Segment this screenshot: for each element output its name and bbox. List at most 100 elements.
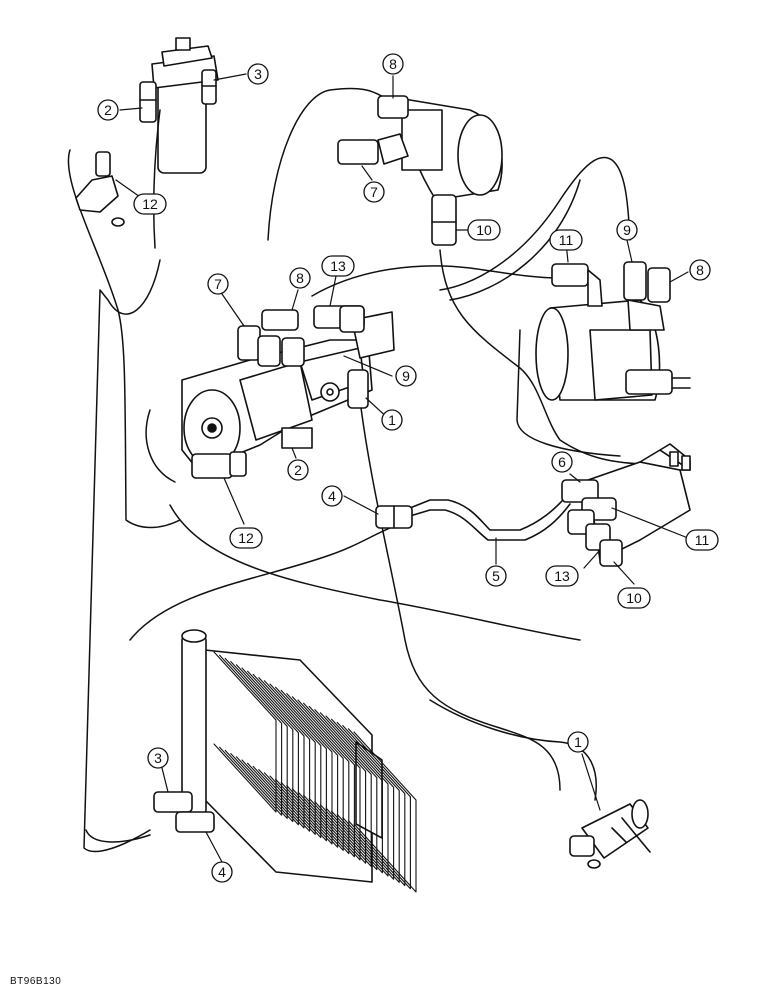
callout-c-12-pump: 12 xyxy=(229,527,263,549)
cooler-fin xyxy=(219,654,283,816)
callout-circle xyxy=(321,255,355,277)
callout-circle xyxy=(207,273,229,295)
callout-label: 8 xyxy=(389,56,397,72)
pump-fitting-8 xyxy=(261,309,299,331)
right-motor xyxy=(535,261,691,401)
cooler-fin xyxy=(314,709,378,871)
callout-label: 2 xyxy=(294,462,302,478)
hose-top-right-long-2 xyxy=(449,179,581,301)
callout-c-12-left: 12 xyxy=(133,193,167,215)
callout-circle xyxy=(147,747,169,769)
callout-c-11-right: 11 xyxy=(549,229,583,251)
callout-c-7-top: 7 xyxy=(363,181,385,203)
callout-circle xyxy=(382,53,404,75)
hose-left-curve xyxy=(145,409,176,483)
callout-circle xyxy=(247,63,269,85)
top-motor-fitting-7 xyxy=(337,139,379,165)
callout-label: 9 xyxy=(623,222,631,238)
hose-top-right-long xyxy=(439,156,631,291)
callout-c-13-pump: 13 xyxy=(321,255,355,277)
cooler-fin xyxy=(280,689,344,851)
callout-circle xyxy=(289,267,311,289)
leader-lines xyxy=(115,73,689,863)
cooler-fin xyxy=(213,651,277,813)
callout-label: 1 xyxy=(388,412,396,428)
filter-fitting-right xyxy=(201,69,217,105)
cooler-tank-left xyxy=(181,635,207,815)
callout-label: 4 xyxy=(218,864,226,880)
cooler-fin xyxy=(331,718,395,880)
filter-fitting-left xyxy=(139,81,157,123)
callout-c-2-filter: 2 xyxy=(97,99,119,121)
callout-c-3-cooler: 3 xyxy=(147,747,169,769)
cooler-fin xyxy=(275,686,339,848)
hose-bottom-right-curve xyxy=(429,699,597,801)
callout-label: 4 xyxy=(328,488,336,504)
callout-label: 10 xyxy=(626,590,642,606)
cooler-fin xyxy=(319,712,383,874)
hose-motor-to-valve xyxy=(439,249,641,465)
callout-label: 7 xyxy=(370,184,378,200)
callout-label: 7 xyxy=(214,276,222,292)
hose-cooler-bottom xyxy=(85,829,151,843)
callout-c-11-valve: 11 xyxy=(685,529,719,551)
callout-circle xyxy=(689,259,711,281)
right-motor-fitting-9 xyxy=(623,261,647,301)
callout-c-2-pump: 2 xyxy=(287,459,309,481)
hose-pump-arc xyxy=(311,265,561,297)
cooler-fin xyxy=(224,657,288,819)
hydraulic-pump xyxy=(181,305,395,479)
callout-c-8-top: 8 xyxy=(382,53,404,75)
callout-c-13-valve: 13 xyxy=(545,565,579,587)
callout-circle xyxy=(617,587,651,609)
callout-c-8-pump: 8 xyxy=(289,267,311,289)
callout-label: 12 xyxy=(238,530,254,546)
steel-tube-lower xyxy=(409,503,571,541)
top-motor xyxy=(337,95,503,246)
callout-circle xyxy=(567,731,589,753)
callout-circle xyxy=(363,181,385,203)
hose-left-to-pump xyxy=(153,109,161,249)
callout-label: 13 xyxy=(554,568,570,584)
cooler-fin xyxy=(269,683,333,845)
cooler-fin xyxy=(230,661,294,823)
callout-circle xyxy=(321,485,343,507)
callout-label: 6 xyxy=(558,454,566,470)
callout-c-9-pump: 9 xyxy=(395,365,417,387)
cooler-fin xyxy=(252,673,316,835)
valve-fitting-10 xyxy=(599,539,623,567)
callout-label: 5 xyxy=(492,568,500,584)
callout-circle xyxy=(467,219,501,241)
callout-c-6-valve: 6 xyxy=(551,451,573,473)
callout-circle xyxy=(381,409,403,431)
callout-circle xyxy=(551,451,573,473)
callout-label: 11 xyxy=(559,232,574,248)
cooler-fin xyxy=(297,699,361,861)
cooler-core xyxy=(204,649,373,883)
top-motor-fitting-8 xyxy=(377,95,409,119)
cooler-fins xyxy=(213,651,417,893)
right-motor-fitting-8 xyxy=(647,267,671,303)
pump-fitting-7 xyxy=(237,325,261,361)
steel-tube-upper xyxy=(409,491,571,531)
cooler-fin xyxy=(353,731,417,893)
filter-canister xyxy=(157,77,207,174)
oil-cooler xyxy=(153,629,417,893)
callout-circle xyxy=(616,219,638,241)
cooler-fin xyxy=(336,721,400,883)
pump-fitting-1 xyxy=(347,369,369,409)
cooler-fin xyxy=(308,705,372,867)
callout-circle xyxy=(545,565,579,587)
cooler-fin xyxy=(247,670,311,832)
callout-label: 3 xyxy=(254,66,262,82)
cooler-fin xyxy=(241,667,305,829)
callout-c-4-cooler: 4 xyxy=(211,861,233,883)
callout-label: 8 xyxy=(296,270,304,286)
callout-circle xyxy=(485,565,507,587)
callout-label: 11 xyxy=(695,532,710,548)
callout-c-8-right: 8 xyxy=(689,259,711,281)
steel-tube-assembly xyxy=(375,491,571,541)
callout-circle xyxy=(97,99,119,121)
